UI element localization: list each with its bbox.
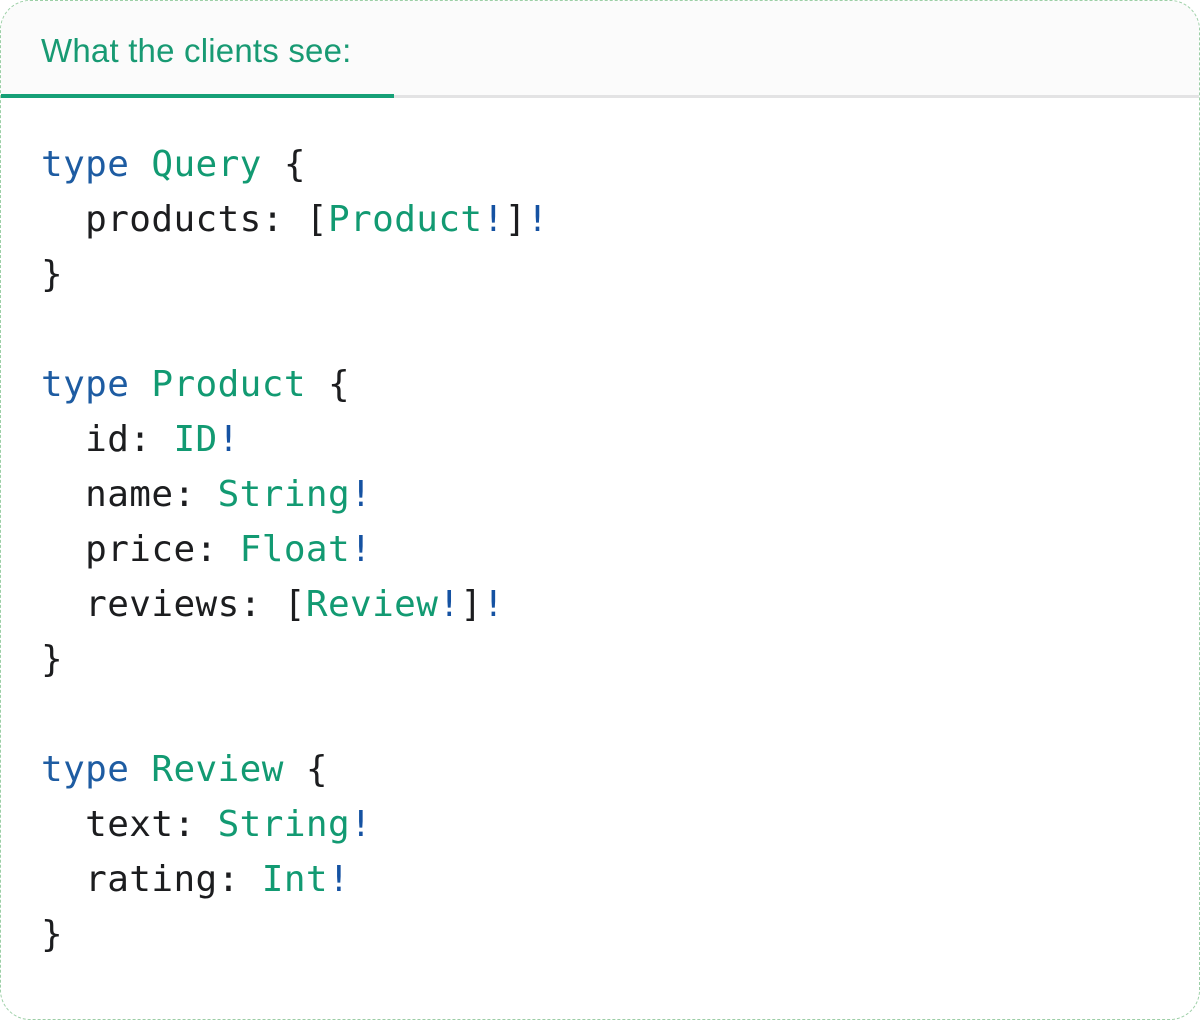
code-line: } — [41, 639, 64, 680]
code-line — [41, 687, 1159, 742]
code-line: price: Float! — [41, 529, 373, 570]
graphql-schema-code: type Query { products: [Product!]!} type… — [1, 98, 1199, 962]
code-line: type Review { — [41, 749, 328, 790]
panel-header: What the clients see: — [1, 1, 1199, 98]
code-line: type Product { — [41, 364, 351, 405]
tab-what-clients-see[interactable]: What the clients see: — [41, 32, 352, 69]
active-tab-underline — [1, 94, 394, 98]
code-line: name: String! — [41, 474, 373, 515]
code-line: } — [41, 254, 64, 295]
code-line — [41, 302, 1159, 357]
code-line: text: String! — [41, 804, 373, 845]
code-line: id: ID! — [41, 419, 240, 460]
code-line: reviews: [Review!]! — [41, 584, 505, 625]
code-line: products: [Product!]! — [41, 199, 549, 240]
code-line: rating: Int! — [41, 859, 351, 900]
code-line: } — [41, 914, 64, 955]
code-line: type Query { — [41, 144, 306, 185]
